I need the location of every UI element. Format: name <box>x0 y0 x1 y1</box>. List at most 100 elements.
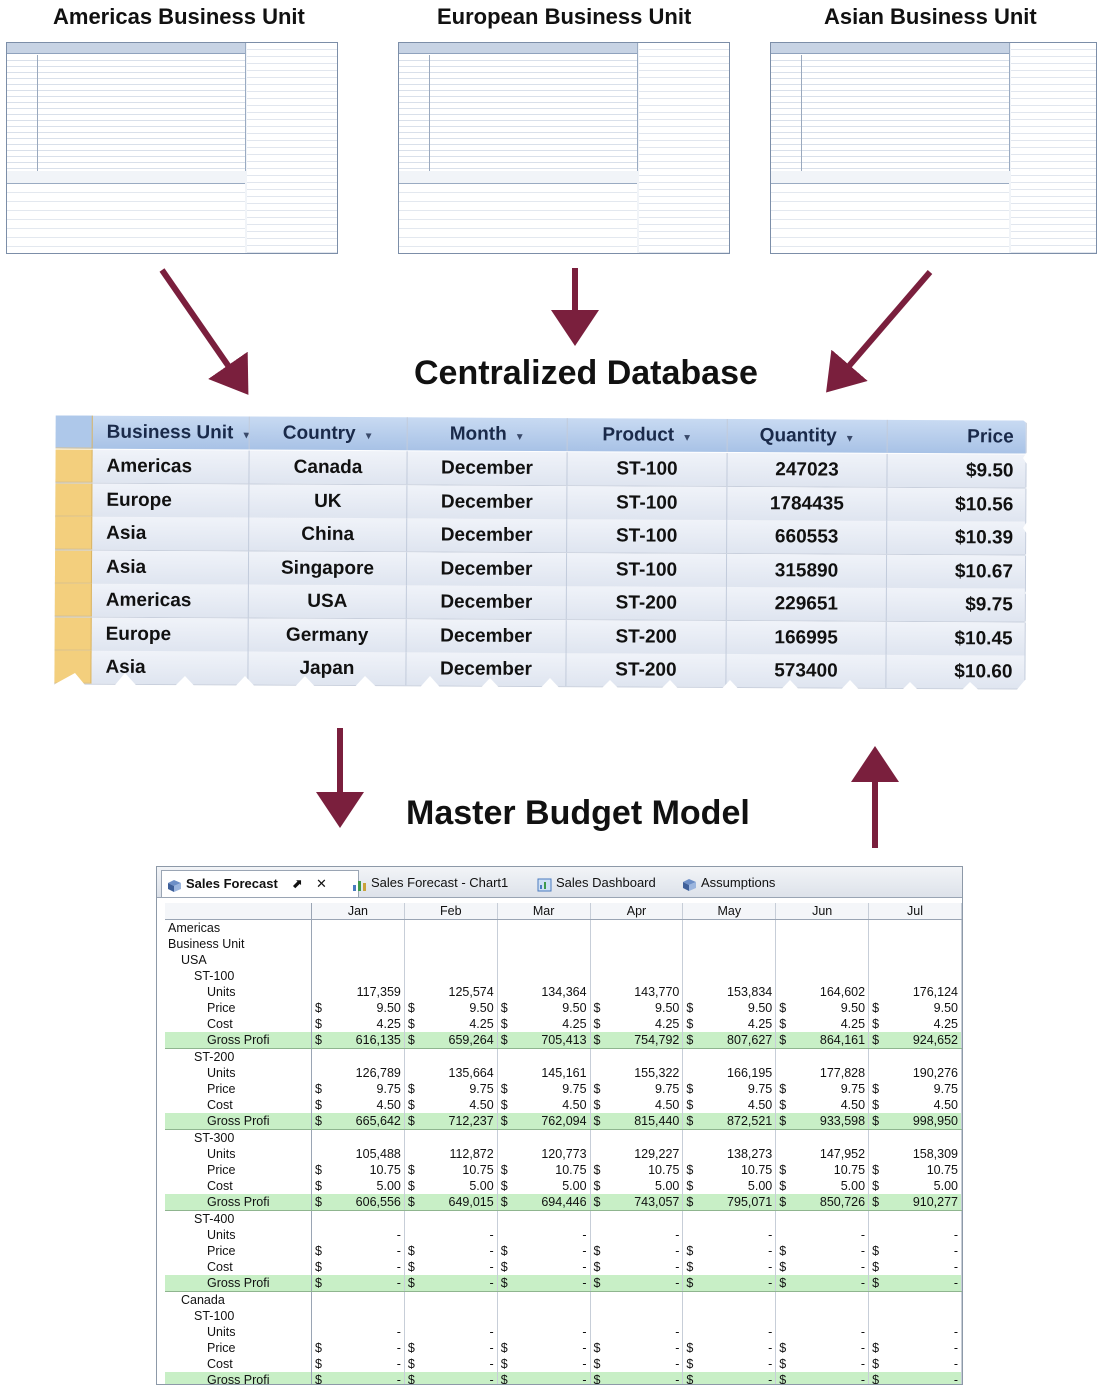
value-cell[interactable]: $872,521 <box>682 1113 777 1130</box>
value-cell[interactable]: $694,446 <box>497 1194 591 1211</box>
value-cell[interactable]: $- <box>497 1259 591 1275</box>
value-cell[interactable]: - <box>311 1324 405 1340</box>
value-cell[interactable] <box>590 1048 684 1065</box>
value-cell[interactable]: $795,071 <box>682 1194 777 1211</box>
month-header[interactable]: Feb <box>404 903 498 920</box>
value-cell[interactable]: $- <box>868 1340 962 1356</box>
value-cell[interactable]: $- <box>590 1259 684 1275</box>
close-icon[interactable]: ✕ <box>315 876 327 891</box>
value-cell[interactable] <box>311 1210 405 1227</box>
row-label[interactable]: Units <box>165 1146 313 1162</box>
pin-icon[interactable]: ⬈ <box>291 876 303 891</box>
value-cell[interactable]: - <box>590 1227 684 1243</box>
value-cell[interactable] <box>682 1308 777 1324</box>
value-cell[interactable]: $- <box>497 1372 591 1384</box>
value-cell[interactable]: $10.75 <box>868 1162 962 1178</box>
value-cell[interactable]: $- <box>682 1340 777 1356</box>
row-label[interactable]: Price <box>165 1243 313 1259</box>
value-cell[interactable] <box>868 936 962 952</box>
value-cell[interactable]: $4.25 <box>404 1016 498 1032</box>
value-cell[interactable] <box>497 1048 591 1065</box>
value-cell[interactable]: $933,598 <box>775 1113 870 1130</box>
row-label[interactable]: ST-100 <box>165 968 313 984</box>
tab-sales-forecast-chart[interactable]: Sales Forecast - Chart1 <box>347 870 508 896</box>
value-cell[interactable]: $712,237 <box>404 1113 498 1130</box>
value-cell[interactable]: 135,664 <box>404 1065 498 1081</box>
value-cell[interactable]: $5.00 <box>311 1178 405 1194</box>
value-cell[interactable] <box>775 1129 870 1146</box>
value-cell[interactable]: $4.25 <box>682 1016 777 1032</box>
value-cell[interactable] <box>775 1048 870 1065</box>
value-cell[interactable] <box>404 936 498 952</box>
value-cell[interactable] <box>775 936 870 952</box>
value-cell[interactable] <box>404 1210 498 1227</box>
value-cell[interactable]: $- <box>404 1243 498 1259</box>
row-label[interactable]: Gross Profi <box>165 1032 313 1049</box>
value-cell[interactable]: - <box>497 1227 591 1243</box>
value-cell[interactable]: $9.50 <box>775 1000 870 1016</box>
value-cell[interactable]: $9.75 <box>682 1081 777 1097</box>
row-label[interactable]: ST-300 <box>165 1129 313 1146</box>
value-cell[interactable] <box>311 936 405 952</box>
value-cell[interactable]: $- <box>311 1372 405 1384</box>
value-cell[interactable]: $- <box>311 1275 405 1292</box>
tab-sales-dashboard[interactable]: Sales Dashboard <box>532 870 656 896</box>
value-cell[interactable]: - <box>868 1324 962 1340</box>
value-cell[interactable]: $- <box>311 1243 405 1259</box>
value-cell[interactable]: $- <box>682 1259 777 1275</box>
value-cell[interactable]: $9.75 <box>311 1081 405 1097</box>
row-label[interactable]: Cost <box>165 1356 313 1372</box>
row-label[interactable]: Price <box>165 1000 313 1016</box>
row-label[interactable]: USA <box>165 952 313 968</box>
value-cell[interactable]: 134,364 <box>497 984 591 1000</box>
value-cell[interactable] <box>497 936 591 952</box>
value-cell[interactable] <box>590 952 684 968</box>
value-cell[interactable]: $- <box>775 1372 870 1384</box>
value-cell[interactable]: 138,273 <box>682 1146 777 1162</box>
value-cell[interactable] <box>311 1048 405 1065</box>
tab-assumptions[interactable]: Assumptions <box>677 870 775 896</box>
value-cell[interactable]: $- <box>775 1243 870 1259</box>
row-label[interactable]: ST-400 <box>165 1210 313 1227</box>
value-cell[interactable]: $- <box>404 1356 498 1372</box>
row-label[interactable]: Gross Profi <box>165 1275 313 1292</box>
value-cell[interactable] <box>868 952 962 968</box>
value-cell[interactable]: $- <box>775 1356 870 1372</box>
value-cell[interactable] <box>311 1308 405 1324</box>
tab-sales-forecast[interactable]: Sales Forecast ⬈ ✕ <box>161 870 359 897</box>
value-cell[interactable]: $4.25 <box>868 1016 962 1032</box>
value-cell[interactable] <box>775 1308 870 1324</box>
value-cell[interactable]: $4.25 <box>497 1016 591 1032</box>
value-cell[interactable]: $10.75 <box>775 1162 870 1178</box>
value-cell[interactable] <box>590 1308 684 1324</box>
value-cell[interactable]: 112,872 <box>404 1146 498 1162</box>
value-cell[interactable] <box>682 936 777 952</box>
value-cell[interactable]: $606,556 <box>311 1194 405 1211</box>
value-cell[interactable]: - <box>404 1227 498 1243</box>
value-cell[interactable]: $- <box>311 1356 405 1372</box>
value-cell[interactable] <box>497 1291 591 1308</box>
value-cell[interactable] <box>497 919 591 936</box>
value-cell[interactable] <box>868 1291 962 1308</box>
value-cell[interactable]: 105,488 <box>311 1146 405 1162</box>
row-label[interactable]: Cost <box>165 1016 313 1032</box>
value-cell[interactable]: - <box>311 1227 405 1243</box>
value-cell[interactable] <box>775 919 870 936</box>
value-cell[interactable]: - <box>404 1324 498 1340</box>
value-cell[interactable]: $4.50 <box>590 1097 684 1113</box>
value-cell[interactable]: $- <box>404 1372 498 1384</box>
value-cell[interactable]: $864,161 <box>775 1032 870 1049</box>
value-cell[interactable]: $705,413 <box>497 1032 591 1049</box>
row-label[interactable]: ST-100 <box>165 1308 313 1324</box>
row-label[interactable]: Units <box>165 1227 313 1243</box>
value-cell[interactable]: $4.25 <box>590 1016 684 1032</box>
value-cell[interactable]: $- <box>590 1275 684 1292</box>
value-cell[interactable] <box>404 1129 498 1146</box>
value-cell[interactable]: 145,161 <box>497 1065 591 1081</box>
value-cell[interactable]: $- <box>868 1243 962 1259</box>
value-cell[interactable]: $9.75 <box>404 1081 498 1097</box>
value-cell[interactable]: $- <box>497 1356 591 1372</box>
value-cell[interactable]: $- <box>590 1372 684 1384</box>
value-cell[interactable]: $10.75 <box>497 1162 591 1178</box>
value-cell[interactable] <box>775 952 870 968</box>
